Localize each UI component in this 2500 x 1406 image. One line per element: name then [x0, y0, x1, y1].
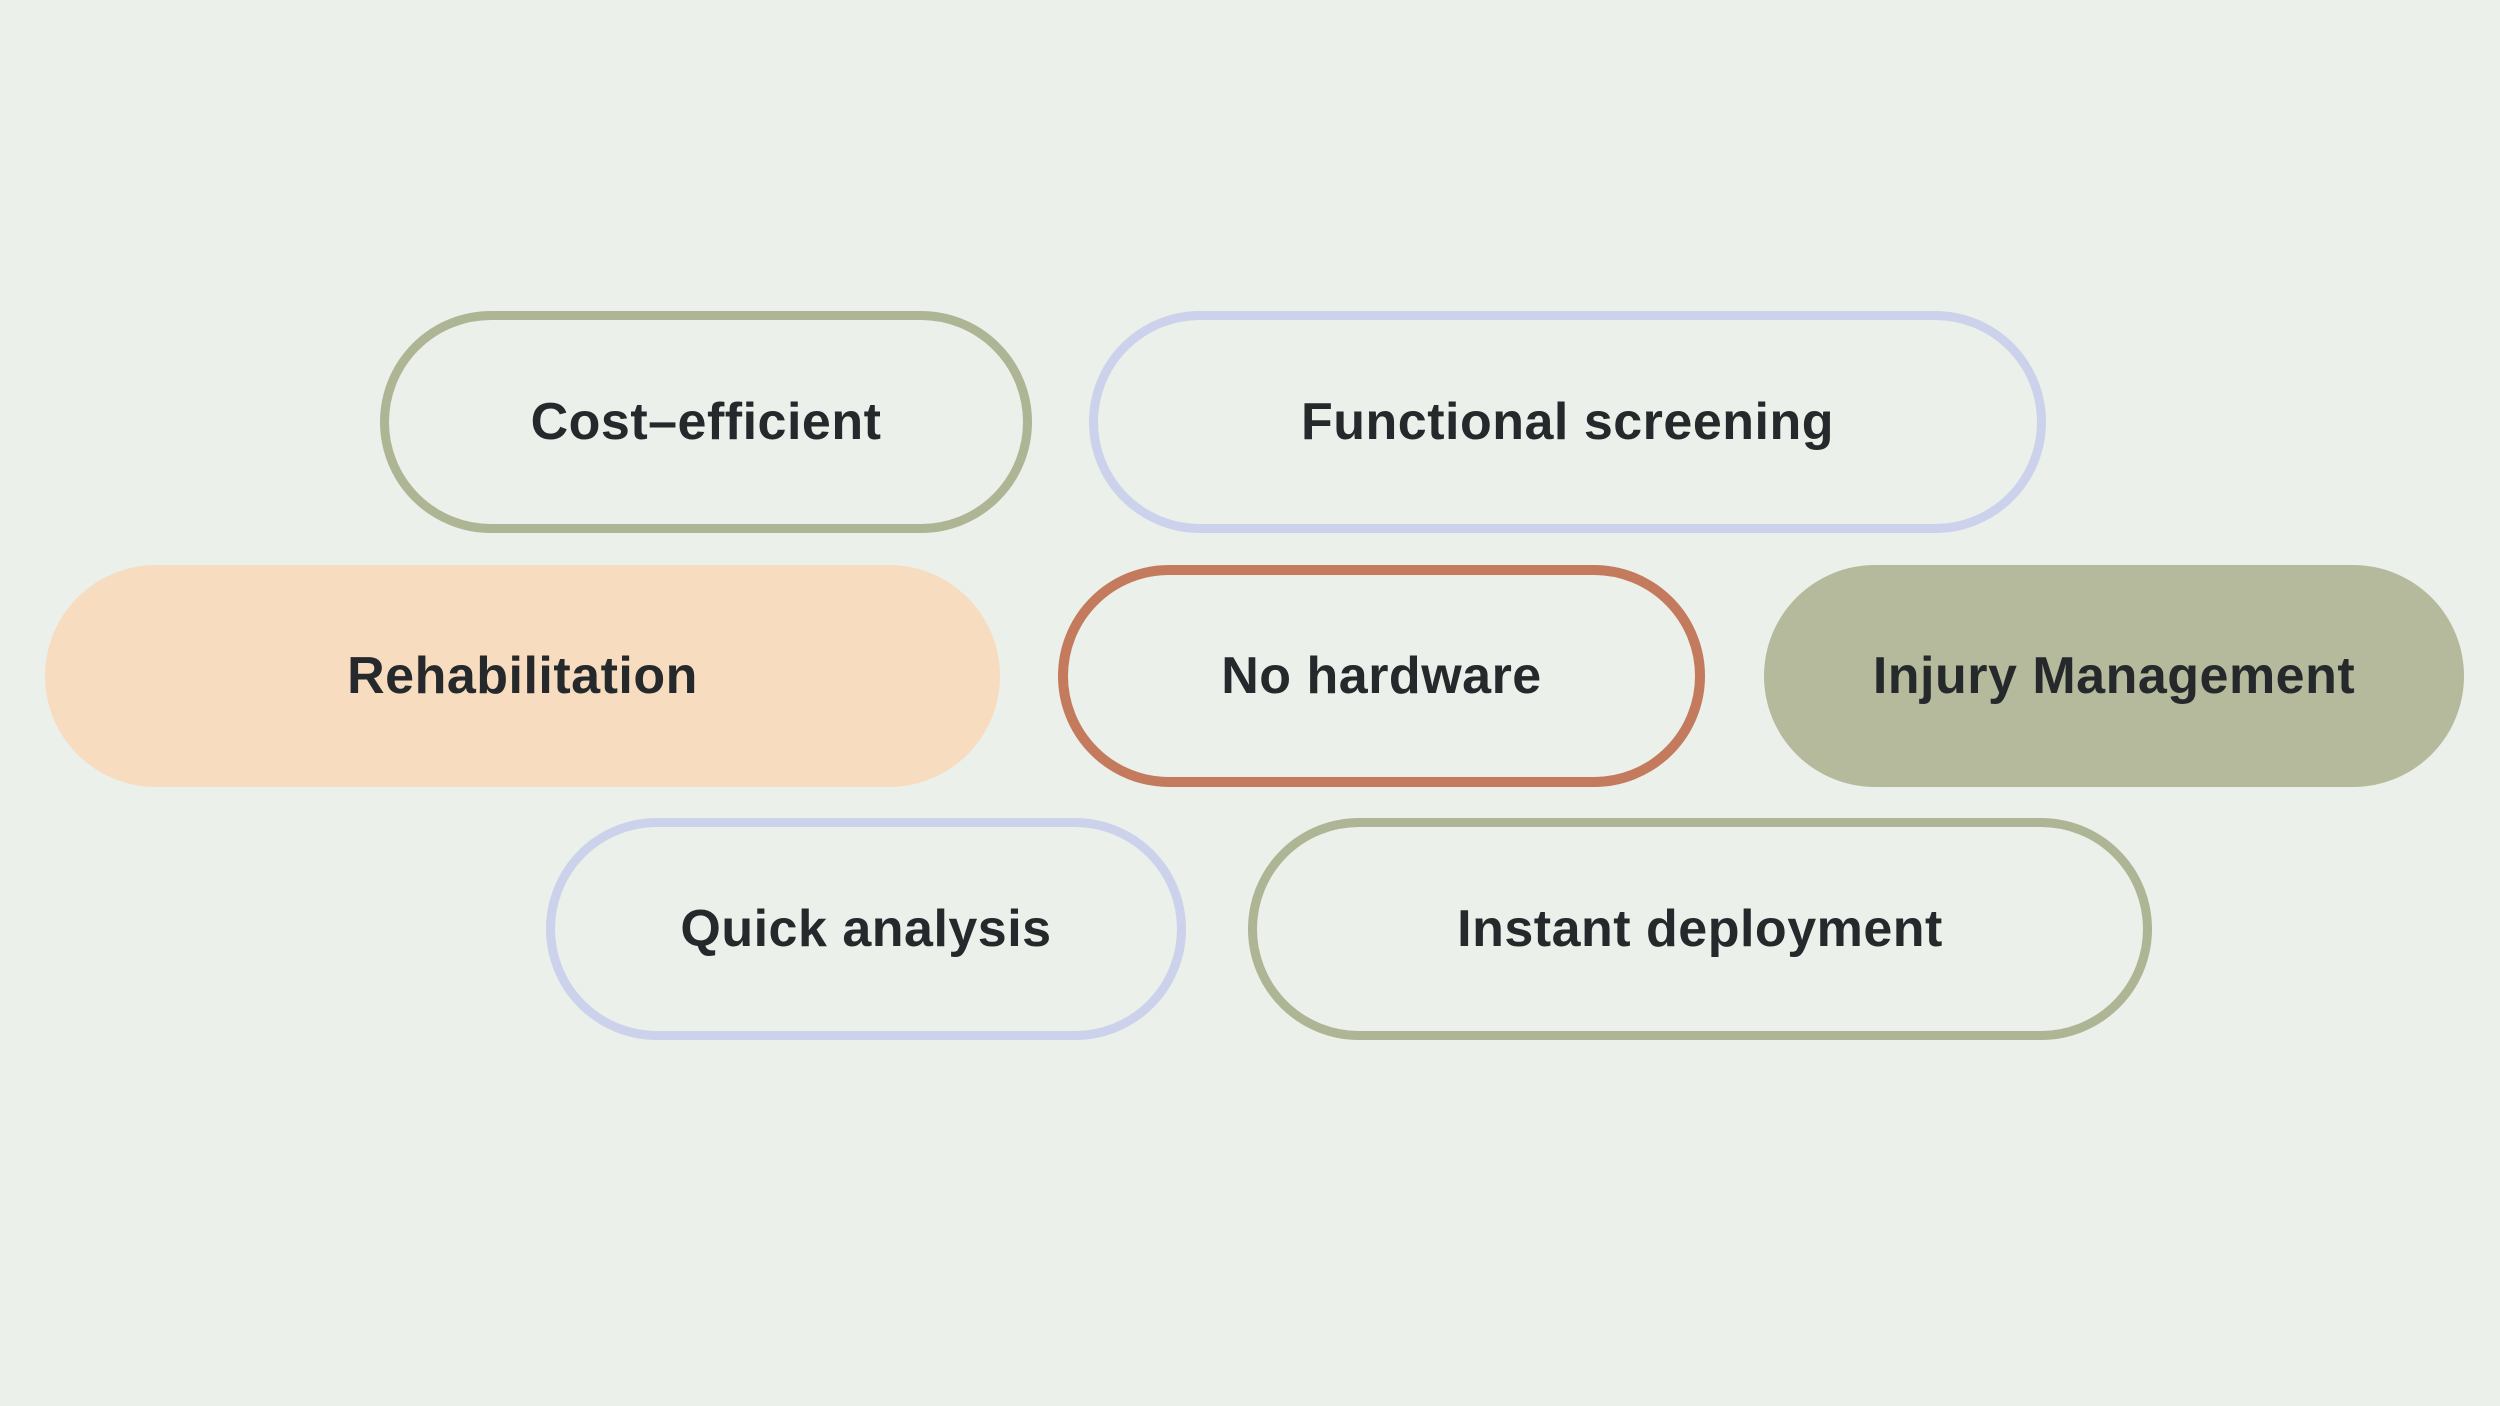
pill-instant-deployment-label: Instant deployment: [1457, 900, 1943, 958]
pill-no-hardware-label: No hardware: [1221, 647, 1542, 705]
pill-no-hardware: No hardware: [1058, 565, 1705, 787]
pill-rehabilitation-label: Rehabilitation: [347, 647, 698, 705]
pill-functional-screening-label: Functional screening: [1301, 393, 1834, 451]
pill-rehabilitation: Rehabilitation: [45, 565, 1000, 787]
pill-cost-efficient-label: Cost–efficient: [530, 393, 882, 451]
pill-quick-analysis-label: Quick analysis: [680, 900, 1052, 958]
pill-injury-management: Injury Management: [1764, 565, 2464, 787]
pill-cost-efficient: Cost–efficient: [380, 311, 1032, 533]
pill-functional-screening: Functional screening: [1089, 311, 2046, 533]
pill-injury-management-label: Injury Management: [1872, 647, 2356, 705]
pill-instant-deployment: Instant deployment: [1248, 818, 2152, 1040]
pill-quick-analysis: Quick analysis: [546, 818, 1186, 1040]
